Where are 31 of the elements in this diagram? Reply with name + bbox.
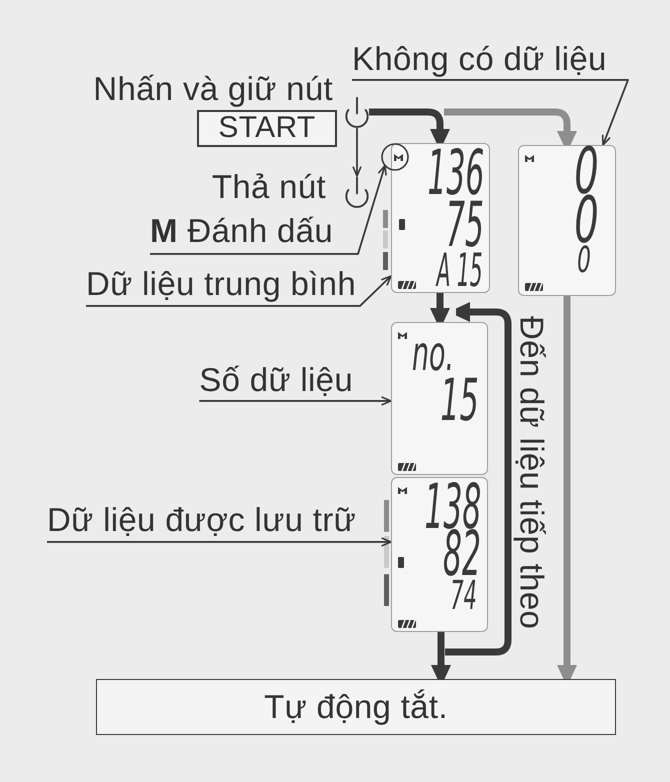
callout-text: Không có dữ liệu [352,40,607,78]
instruction-text: Nhấn và giữ nút [93,70,333,108]
instruction-text: Thả nút [212,168,326,206]
lcd-reading: 75 [446,200,484,250]
callout-text: Dữ liệu trung bình [86,265,356,303]
leader-line [150,164,387,255]
leader-line [352,79,629,146]
callout-text: M Đánh dấu [150,212,333,250]
leader-line [86,275,392,307]
leader-line [199,396,392,406]
callout-text: Dữ liệu được lưu trữ [47,501,356,539]
power-icon [345,96,369,128]
lcd-screen [391,143,490,293]
lcd-reading: 136 [427,148,484,198]
callout-text: Số dữ liệu [199,361,353,399]
frame-text: Tự động tắt. [264,688,448,726]
label-frame [197,110,337,147]
frame-text: START [218,111,316,146]
highlight-circle [381,143,409,171]
leader-line [47,537,392,547]
lcd-reading: no. [412,335,454,374]
lcd-screen [391,322,488,475]
lcd-reading: 15 [440,377,479,424]
power-icon [345,176,369,208]
lcd-reading: 0 [577,247,591,276]
end-state-box [96,679,616,735]
lcd-reading: A 15 [436,252,483,289]
lcd-reading: 74 [450,580,477,612]
arrow [352,128,362,177]
lcd-screen [391,477,488,632]
lcd-screen [518,145,616,296]
